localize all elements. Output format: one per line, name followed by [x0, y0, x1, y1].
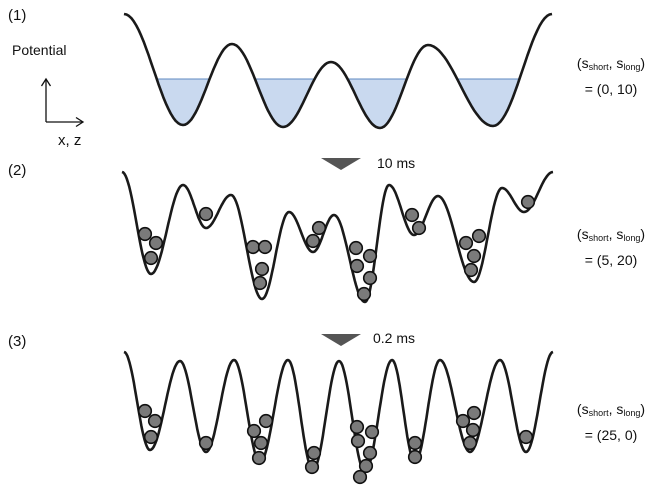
params-open: (s — [576, 55, 589, 71]
particle — [198, 435, 214, 451]
particle — [364, 424, 380, 440]
params-close: ) — [640, 401, 646, 417]
step-2-label: (2) — [8, 162, 27, 179]
particle — [518, 429, 534, 445]
particle — [253, 435, 269, 451]
transition-arrow-2 — [321, 334, 361, 346]
particle — [358, 458, 374, 474]
panel-3-parameters: (sshort, slong) = (25, 0) — [556, 398, 658, 446]
particle — [520, 194, 536, 210]
param-long-subscript: long — [623, 233, 641, 243]
panel-1-parameters: (sshort, slong) = (0, 10) — [556, 52, 658, 100]
params-open: (s — [576, 401, 589, 417]
liquid-fill-2 — [254, 78, 315, 127]
liquid-fill-4 — [457, 78, 520, 126]
panel-1-potential — [123, 12, 553, 130]
particle — [404, 207, 420, 223]
particle — [466, 405, 482, 421]
particle — [348, 240, 364, 256]
particle — [251, 450, 267, 466]
particle — [466, 248, 482, 264]
particle — [258, 413, 274, 429]
params-value: = (25, 0) — [584, 427, 638, 443]
params-close: ) — [640, 55, 646, 71]
particle — [455, 413, 471, 429]
param-long-subscript: long — [623, 62, 641, 72]
params-symbol-line: (sshort, slong) — [556, 398, 658, 424]
panel-2-potential — [121, 170, 554, 304]
param-short-subscript: short — [588, 233, 609, 243]
potential-axis-label: Potential — [12, 42, 67, 58]
particle — [143, 250, 159, 266]
axes-icon — [40, 77, 85, 128]
potential-curve — [121, 170, 554, 304]
particle — [463, 262, 479, 278]
particle — [411, 220, 427, 236]
particle — [137, 403, 153, 419]
particle — [254, 261, 270, 277]
particle — [362, 248, 378, 264]
particle — [458, 235, 474, 251]
particle — [465, 422, 481, 438]
particle — [349, 419, 365, 435]
particle — [252, 275, 268, 291]
params-separator: , s — [608, 401, 624, 417]
particle — [362, 445, 378, 461]
step-1-label: (1) — [8, 7, 27, 24]
particle — [306, 445, 322, 461]
params-separator: , s — [608, 55, 624, 71]
particle — [305, 233, 321, 249]
particle — [147, 413, 163, 429]
panel-3-potential — [123, 350, 554, 485]
param-short-subscript: short — [588, 62, 609, 72]
particle — [471, 228, 487, 244]
particle — [462, 435, 478, 451]
particle — [143, 429, 159, 445]
particle — [407, 449, 423, 465]
params-separator: , s — [608, 226, 624, 242]
particle — [362, 270, 378, 286]
particle — [407, 435, 423, 451]
particle — [198, 206, 214, 222]
params-symbol-line: (sshort, slong) — [556, 52, 658, 78]
step-3-label: (3) — [8, 333, 27, 350]
params-symbol-line: (sshort, slong) — [556, 223, 658, 249]
transition-arrow-1 — [321, 158, 361, 170]
params-open: (s — [576, 226, 589, 242]
params-value: = (0, 10) — [584, 81, 638, 97]
liquid-fill-3 — [347, 78, 407, 128]
particle — [356, 286, 372, 302]
param-short-subscript: short — [588, 408, 609, 418]
particle — [352, 469, 368, 485]
particle — [311, 220, 327, 236]
particle — [246, 423, 262, 439]
params-close: ) — [640, 226, 646, 242]
transition-time-1: 10 ms — [377, 155, 416, 171]
particle — [257, 239, 273, 255]
potential-curve — [123, 12, 553, 130]
position-axis-label: x, z — [58, 132, 82, 149]
particle — [245, 239, 261, 255]
particle — [349, 258, 365, 274]
liquid-fill-1 — [156, 78, 210, 125]
particle — [304, 459, 320, 475]
particle — [137, 226, 153, 242]
transition-time-2: 0.2 ms — [373, 330, 416, 346]
param-long-subscript: long — [623, 408, 641, 418]
particle — [350, 433, 366, 449]
particle — [148, 235, 164, 251]
potential-curve — [123, 350, 554, 474]
params-value: = (5, 20) — [584, 252, 638, 268]
panel-2-parameters: (sshort, slong) = (5, 20) — [556, 223, 658, 271]
